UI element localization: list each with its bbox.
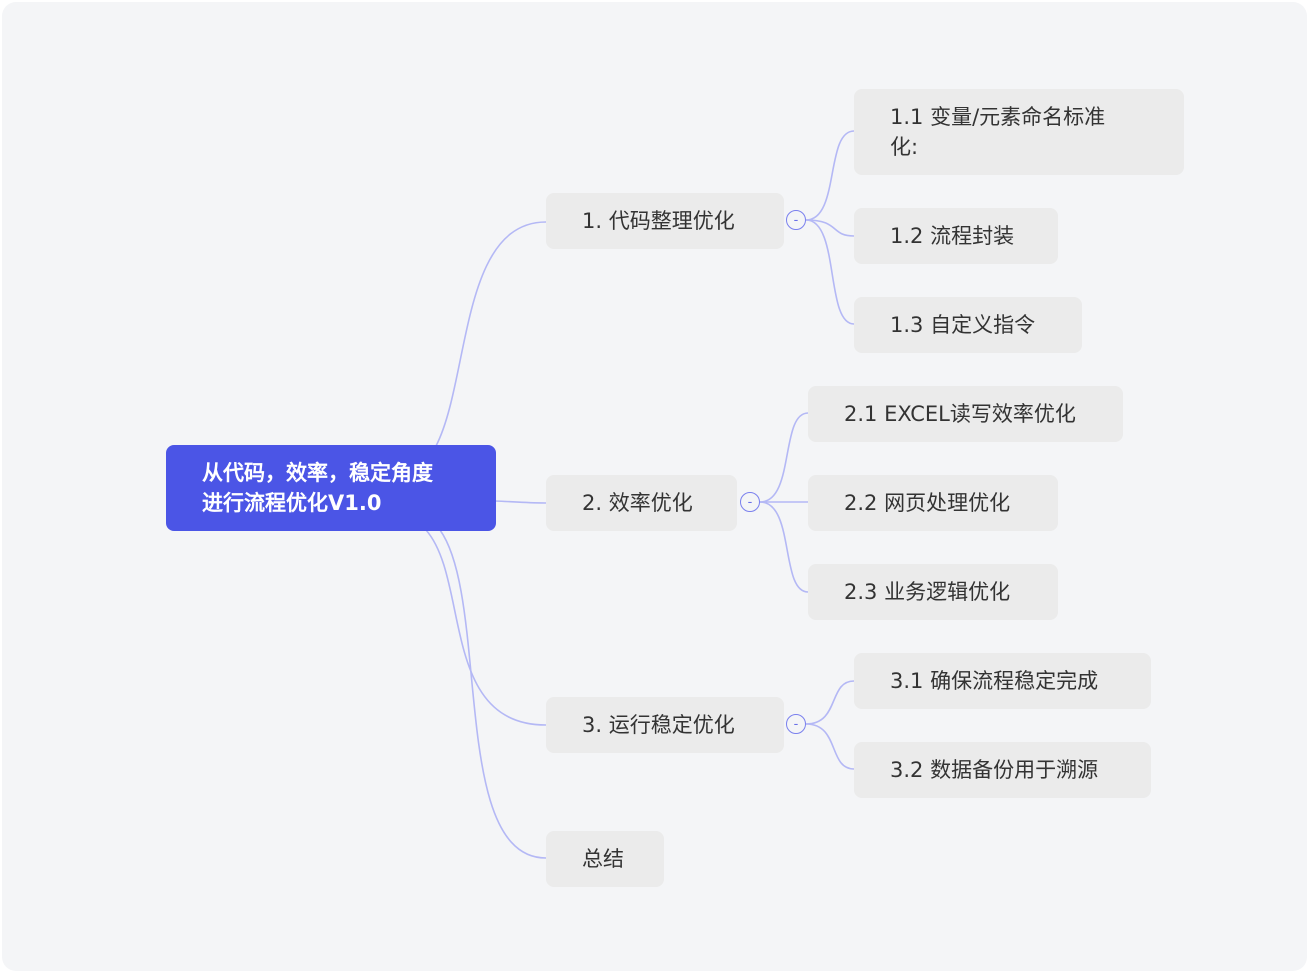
connector-root-b2	[494, 500, 547, 504]
subtopic-label: 1.3 自定义指令	[890, 313, 1036, 337]
subtopic-label: 2.1 EXCEL读写效率优化	[844, 402, 1076, 426]
subtopic-label: 2.2 网页处理优化	[844, 491, 1011, 515]
subtopic-label: 3.1 确保流程稳定完成	[890, 669, 1099, 693]
branch-summary[interactable]: 总结	[546, 831, 664, 887]
branch-efficiency[interactable]: 2. 效率优化	[546, 475, 737, 531]
subtopic-2-1[interactable]: 2.1 EXCEL读写效率优化	[808, 386, 1123, 442]
connector-b3-c2	[805, 723, 855, 770]
minus-icon: -	[747, 494, 753, 510]
subtopic-3-1[interactable]: 3.1 确保流程稳定完成	[854, 653, 1151, 709]
root-topic-label: 从代码，效率，稳定角度 进行流程优化V1.0	[202, 461, 433, 515]
subtopic-2-2[interactable]: 2.2 网页处理优化	[808, 475, 1058, 531]
connector-b3-c1	[805, 680, 855, 725]
branch-label: 1. 代码整理优化	[582, 209, 735, 233]
collapse-toggle-branch-1[interactable]: -	[786, 210, 806, 230]
collapse-toggle-branch-2[interactable]: -	[740, 492, 760, 512]
connector-b1-c1	[805, 130, 855, 221]
subtopic-label: 1.1 变量/元素命名标准 化:	[890, 105, 1106, 159]
subtopic-label: 2.3 业务逻辑优化	[844, 580, 1011, 604]
root-topic[interactable]: 从代码，效率，稳定角度 进行流程优化V1.0	[166, 445, 496, 531]
connector-root-b1	[435, 221, 547, 447]
branch-stability[interactable]: 3. 运行稳定优化	[546, 697, 784, 753]
connector-b1-c3	[805, 219, 855, 325]
connector-root-b4	[439, 529, 547, 859]
branch-label: 2. 效率优化	[582, 491, 693, 515]
subtopic-1-3[interactable]: 1.3 自定义指令	[854, 297, 1082, 353]
connector-b2-c1	[759, 412, 809, 503]
minus-icon: -	[793, 212, 799, 228]
connector-b2-c3	[759, 501, 809, 593]
connector-root-b3	[425, 529, 547, 726]
collapse-toggle-branch-3[interactable]: -	[786, 714, 806, 734]
subtopic-1-2[interactable]: 1.2 流程封装	[854, 208, 1058, 264]
subtopic-3-2[interactable]: 3.2 数据备份用于溯源	[854, 742, 1151, 798]
subtopic-1-1[interactable]: 1.1 变量/元素命名标准 化:	[854, 89, 1184, 175]
connector-b1-c2	[805, 219, 855, 237]
minus-icon: -	[793, 716, 799, 732]
subtopic-label: 1.2 流程封装	[890, 224, 1015, 248]
branch-label: 总结	[582, 847, 624, 871]
subtopic-label: 3.2 数据备份用于溯源	[890, 758, 1099, 782]
branch-code-cleanup[interactable]: 1. 代码整理优化	[546, 193, 784, 249]
subtopic-2-3[interactable]: 2.3 业务逻辑优化	[808, 564, 1058, 620]
branch-label: 3. 运行稳定优化	[582, 713, 735, 737]
